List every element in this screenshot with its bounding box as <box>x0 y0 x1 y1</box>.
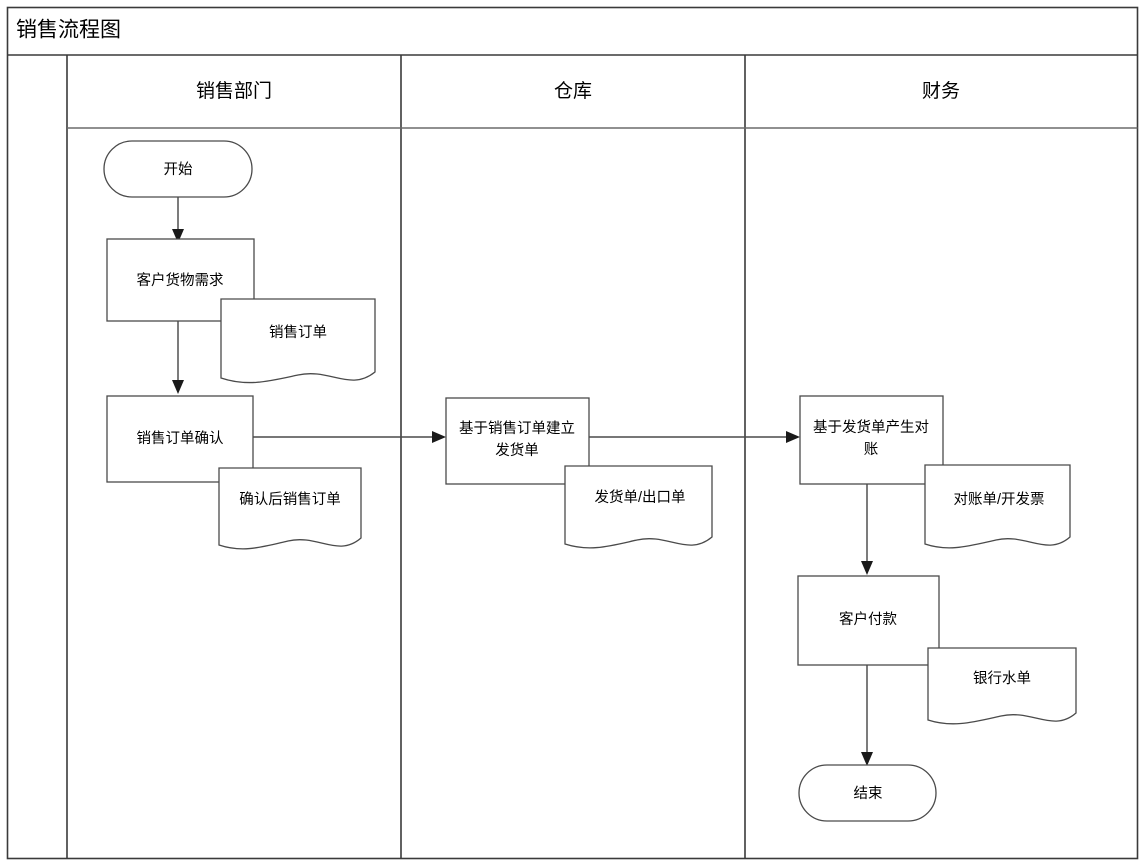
delivery-document-shape <box>564 465 713 549</box>
create-recon-label-line2: 账 <box>864 441 879 458</box>
edge-recon-to-payment <box>861 484 873 575</box>
edge-confirm-to-delivery <box>251 431 446 443</box>
node-order-confirm[interactable]: 销售订单确认 <box>106 395 254 483</box>
confirmed-order-document-shape <box>218 467 362 550</box>
diagram-frame <box>6 6 1139 860</box>
node-end[interactable]: 结束 <box>798 764 937 822</box>
order-confirm-shape <box>106 395 254 483</box>
node-customer-demand[interactable]: 客户货物需求 <box>106 238 255 322</box>
node-bank-slip-doc[interactable]: 银行水单 <box>927 647 1077 725</box>
node-create-recon[interactable]: 基于发货单产生对 账 <box>799 395 944 485</box>
sales-order-doc-label: 销售订单 <box>269 324 327 341</box>
lane-title-finance: 财务 <box>922 80 960 102</box>
customer-payment-label: 客户付款 <box>839 611 897 628</box>
order-confirm-label: 销售订单确认 <box>137 430 224 447</box>
customer-payment-shape <box>797 575 940 666</box>
customer-demand-label: 客户货物需求 <box>137 272 224 289</box>
create-recon-label-line1: 基于发货单产生对 <box>813 419 929 436</box>
bank-slip-document-shape <box>927 647 1077 725</box>
delivery-doc-label: 发货单/出口单 <box>594 489 685 506</box>
node-sales-order-doc[interactable]: 销售订单 <box>220 298 376 384</box>
create-recon-shape <box>799 395 944 485</box>
lane-title-warehouse: 仓库 <box>554 80 592 102</box>
node-confirmed-doc[interactable]: 确认后销售订单 <box>218 467 362 550</box>
page-title: 销售流程图 <box>16 19 121 42</box>
bank-slip-doc-label: 银行水单 <box>973 670 1031 687</box>
node-customer-payment[interactable]: 客户付款 <box>797 575 940 666</box>
recon-document-shape <box>924 464 1071 549</box>
node-start[interactable]: 开始 <box>103 140 253 198</box>
end-label: 结束 <box>854 785 883 802</box>
create-delivery-label-line1: 基于销售订单建立 <box>459 420 575 437</box>
edge-start-to-demand <box>172 197 184 243</box>
node-delivery-doc[interactable]: 发货单/出口单 <box>564 465 713 549</box>
start-terminator-shape <box>103 140 253 198</box>
node-recon-doc[interactable]: 对账单/开发票 <box>924 464 1071 549</box>
lane-title-sales: 销售部门 <box>196 80 272 102</box>
edge-delivery-to-recon <box>588 431 800 443</box>
sales-order-document-shape <box>220 298 376 384</box>
confirmed-doc-label: 确认后销售订单 <box>239 491 341 508</box>
recon-doc-label: 对账单/开发票 <box>953 491 1044 508</box>
edge-payment-to-end <box>861 665 873 766</box>
create-delivery-label-line2: 发货单 <box>495 442 539 459</box>
edge-demand-to-confirm <box>172 321 184 394</box>
node-create-delivery[interactable]: 基于销售订单建立 发货单 <box>445 397 590 485</box>
end-terminator-shape <box>798 764 937 822</box>
start-label: 开始 <box>164 161 193 178</box>
